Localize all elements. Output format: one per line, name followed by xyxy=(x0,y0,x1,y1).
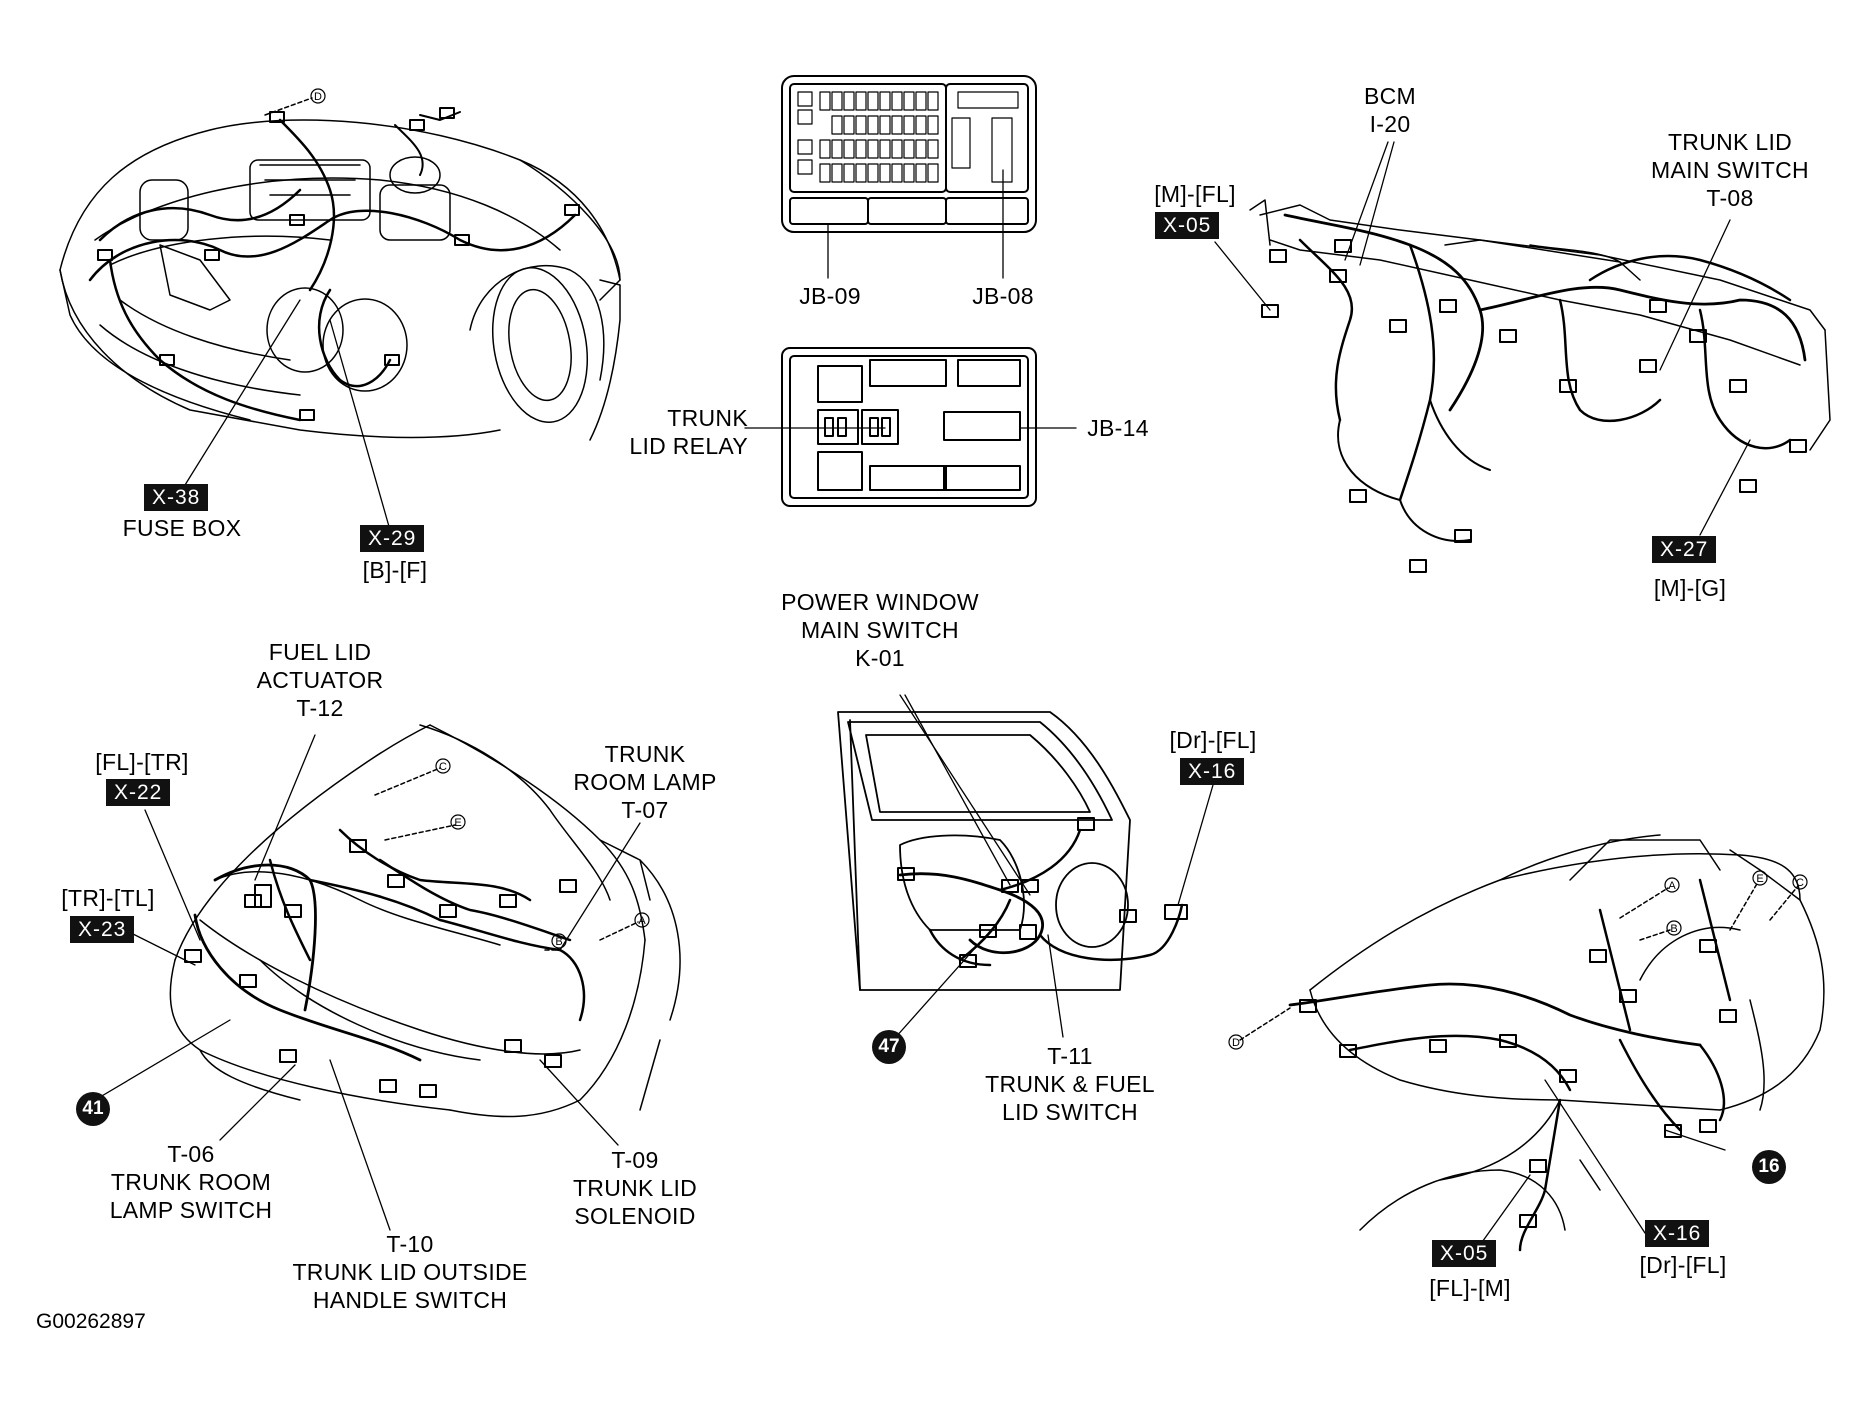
diagram-id: G00262897 xyxy=(36,1310,146,1333)
connector-x29-caption: [B]-[F] xyxy=(362,557,428,583)
power-window-main-switch-label: POWER WINDOW MAIN SWITCH K-01 xyxy=(781,589,979,671)
body-side-illustration xyxy=(1228,834,1825,1253)
jb14-label: JB-14 xyxy=(1087,415,1149,441)
dashboard-harness-illustration xyxy=(1214,141,1831,573)
trunk-lid-main-switch-label: TRUNK LID MAIN SWITCH T-08 xyxy=(1651,129,1809,211)
connector-x16-badge-door: X-16 xyxy=(1180,758,1245,785)
ground-point-41: 41 xyxy=(76,1092,110,1126)
trunk-lid-solenoid-label: T-09 TRUNK LID SOLENOID xyxy=(572,1147,698,1229)
trunk-fuel-lid-switch-label: T-11 TRUNK & FUEL LID SWITCH xyxy=(985,1043,1155,1125)
connector-x27-caption: [M]-[G] xyxy=(1653,575,1727,601)
body-marker-e-letter: E xyxy=(1756,873,1763,885)
connector-x05-caption-body: [FL]-[M] xyxy=(1429,1275,1511,1301)
connector-x16-caption-door: [Dr]-[FL] xyxy=(1169,727,1257,753)
trunk-marker-c-letter: C xyxy=(439,761,447,773)
ground-point-16: 16 xyxy=(1752,1150,1786,1184)
connector-x38-badge: X-38 xyxy=(144,484,209,511)
jb08-label: JB-08 xyxy=(972,283,1034,309)
trunk-room-lamp-switch-label: T-06 TRUNK ROOM LAMP SWITCH xyxy=(109,1141,273,1223)
trunk-marker-a-letter: A xyxy=(638,915,646,927)
junction-box-upper xyxy=(781,75,1037,279)
connector-x23-badge: X-23 xyxy=(70,916,135,943)
body-marker-d-letter: D xyxy=(1232,1037,1240,1049)
body-marker-c-letter: C xyxy=(1796,877,1804,889)
fuel-lid-actuator-label: FUEL LID ACTUATOR T-12 xyxy=(256,639,384,721)
connector-x27-badge: X-27 xyxy=(1652,536,1717,563)
jb09-label: JB-09 xyxy=(799,283,861,309)
trunk-marker-b-letter: B xyxy=(555,936,562,948)
connector-x29-badge: X-29 xyxy=(360,525,425,552)
fuse-box-label: FUSE BOX xyxy=(122,515,242,541)
connector-x16-caption-body: [Dr]-[FL] xyxy=(1639,1252,1727,1278)
bcm-label: BCM I-20 xyxy=(1363,83,1416,137)
ground-point-47: 47 xyxy=(872,1030,906,1064)
door-illustration xyxy=(837,694,1214,1039)
body-marker-a-letter: A xyxy=(1668,880,1676,892)
connector-x22-caption: [FL]-[TR] xyxy=(95,749,189,775)
engine-marker-d-letter: D xyxy=(314,91,322,103)
connector-x22-badge: X-22 xyxy=(106,779,171,806)
trunk-marker-e-letter: E xyxy=(454,817,461,829)
connector-x05-caption-dash: [M]-[FL] xyxy=(1154,181,1236,207)
trunk-lid-relay-label: TRUNK LID RELAY xyxy=(629,405,748,459)
connector-x05-badge-dash: X-05 xyxy=(1155,212,1220,239)
trunk-illustration xyxy=(94,724,681,1231)
engine-bay-illustration xyxy=(59,88,621,531)
connector-x16-badge-body: X-16 xyxy=(1645,1220,1710,1247)
body-marker-b-letter: B xyxy=(1670,923,1677,935)
trunk-room-lamp-label: TRUNK ROOM LAMP T-07 xyxy=(573,741,717,823)
connector-x05-badge-body: X-05 xyxy=(1432,1240,1497,1267)
junction-box-lower xyxy=(744,347,1077,507)
trunk-lid-outside-handle-switch-label: T-10 TRUNK LID OUTSIDE HANDLE SWITCH xyxy=(292,1231,528,1313)
connector-x23-caption: [TR]-[TL] xyxy=(61,885,155,911)
